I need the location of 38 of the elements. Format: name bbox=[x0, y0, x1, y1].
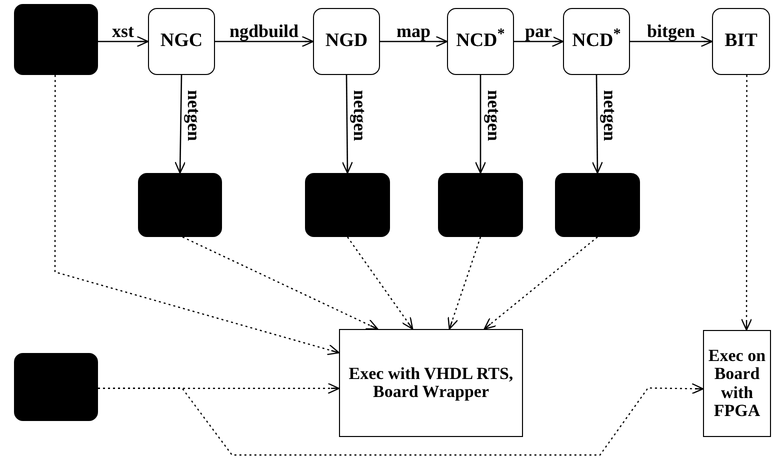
file-box bbox=[563, 8, 630, 75]
file-box bbox=[313, 8, 380, 75]
arrow bbox=[484, 236, 598, 330]
process-box bbox=[703, 330, 771, 437]
file-box bbox=[712, 8, 770, 75]
arrow bbox=[448, 236, 482, 330]
node-label: NGC bbox=[159, 31, 204, 52]
filled-box bbox=[14, 4, 98, 75]
filled-box bbox=[555, 173, 640, 237]
file-box bbox=[148, 8, 215, 75]
arrow bbox=[342, 75, 353, 174]
arrow bbox=[592, 75, 603, 174]
filled-box bbox=[438, 173, 523, 237]
arrow bbox=[98, 383, 704, 456]
file-box bbox=[447, 8, 514, 75]
node-label: NCD$^{*}$ bbox=[571, 31, 622, 52]
arrow bbox=[98, 36, 149, 48]
arrow bbox=[54, 75, 340, 356]
filled-box bbox=[305, 173, 390, 237]
arrow bbox=[182, 236, 378, 330]
filled-box bbox=[14, 353, 98, 421]
node-label: Exec with VHDL RTS, Board Wrapper bbox=[348, 364, 514, 402]
arrow bbox=[740, 75, 752, 331]
arrow bbox=[514, 36, 564, 48]
arrow bbox=[174, 74, 186, 174]
node-label: NGD bbox=[324, 31, 369, 52]
node-label: BIT bbox=[724, 31, 758, 52]
process-box bbox=[339, 329, 523, 437]
arrow bbox=[215, 36, 314, 48]
arrow bbox=[347, 236, 414, 330]
arrow bbox=[380, 36, 448, 48]
edge-label: bitgen bbox=[646, 22, 696, 40]
arrow bbox=[474, 75, 486, 174]
arrow bbox=[630, 36, 713, 48]
node-label: Exec on Board with FPGA bbox=[707, 346, 767, 420]
filled-box bbox=[138, 173, 222, 237]
node-label: NCD$^{*}$ bbox=[455, 31, 506, 52]
edge-label: ngdbuild bbox=[228, 22, 300, 40]
